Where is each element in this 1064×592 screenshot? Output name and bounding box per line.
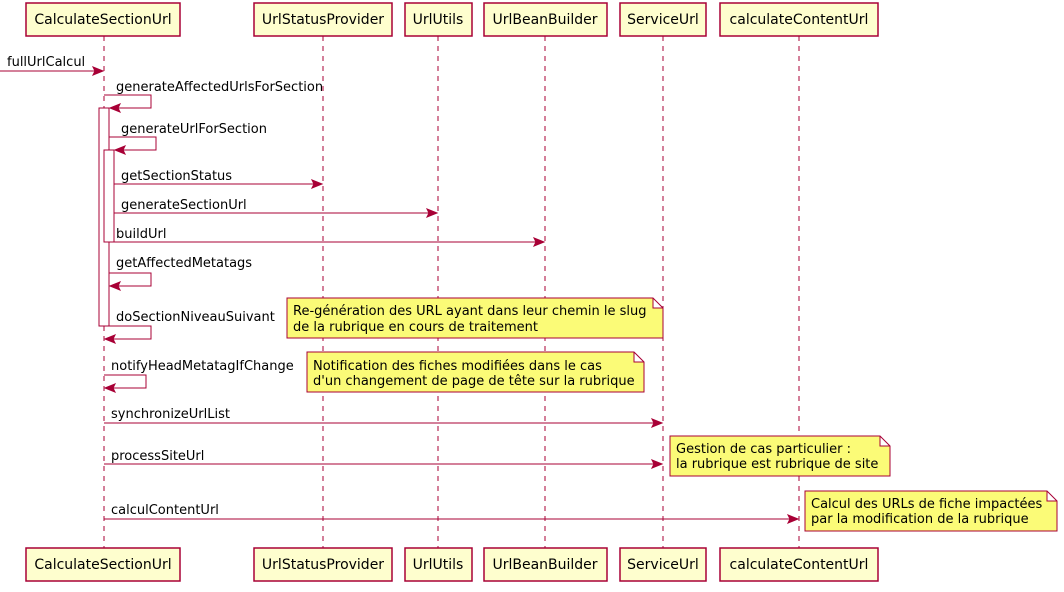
svg-text:UrlStatusProvider: UrlStatusProvider [262, 12, 384, 28]
svg-text:synchronizeUrlList: synchronizeUrlList [111, 407, 230, 422]
note-gestion-cas-particulier: Gestion de cas particulier : la rubrique… [669, 435, 891, 477]
participant-box-urlutils-bottom: UrlUtils [404, 547, 473, 582]
svg-text:UrlBeanBuilder: UrlBeanBuilder [492, 557, 597, 573]
svg-text:UrlUtils: UrlUtils [413, 12, 464, 28]
message-generateaffectedurlsforsection: generateAffectedUrlsForSection [104, 80, 323, 113]
svg-text:Calcul des URLs de fiche impac: Calcul des URLs de fiche impactées [811, 497, 1042, 512]
participant-box-calculatecontenturl-bottom: calculateContentUrl [719, 547, 879, 582]
svg-text:calculateContentUrl: calculateContentUrl [730, 12, 869, 28]
participant-box-calculatesectionurl-bottom: CalculateSectionUrl [25, 547, 181, 582]
activation-bars [98, 107, 115, 327]
participants-top: CalculateSectionUrl UrlStatusProvider Ur… [25, 2, 879, 37]
arrowhead [650, 418, 664, 428]
participant-box-serviceurl: ServiceUrl [619, 2, 707, 37]
svg-text:calculateContentUrl: calculateContentUrl [730, 557, 869, 573]
svg-text:fullUrlCalcul: fullUrlCalcul [7, 55, 85, 70]
message-calculcontenturl: calculContentUrl [104, 503, 800, 524]
svg-text:ServiceUrl: ServiceUrl [627, 12, 699, 28]
svg-text:par la modification de la rubr: par la modification de la rubrique [811, 512, 1029, 527]
arrowhead [532, 237, 546, 247]
arrowhead [650, 459, 664, 469]
arrowhead [113, 145, 127, 155]
arrowhead [310, 179, 324, 189]
activation-bar-inner [103, 149, 115, 243]
participant-box-serviceurl-bottom: ServiceUrl [619, 547, 707, 582]
arrowhead [103, 383, 117, 393]
arrowhead [425, 208, 439, 218]
svg-text:CalculateSectionUrl: CalculateSectionUrl [34, 12, 171, 28]
participant-box-urlutils: UrlUtils [404, 2, 473, 37]
svg-text:ServiceUrl: ServiceUrl [627, 557, 699, 573]
note-regeneration: Re-génération des URL ayant dans leur ch… [286, 297, 664, 339]
arrowhead [103, 334, 117, 344]
arrowhead [108, 103, 122, 113]
svg-text:getSectionStatus: getSectionStatus [121, 169, 232, 184]
messages: fullUrlCalcul generateAffectedUrlsForSec… [0, 55, 800, 524]
svg-text:generateAffectedUrlsForSection: generateAffectedUrlsForSection [116, 80, 323, 95]
svg-text:UrlUtils: UrlUtils [413, 557, 464, 573]
svg-text:buildUrl: buildUrl [116, 227, 166, 242]
svg-text:Notification des fiches modifi: Notification des fiches modifiées dans l… [313, 359, 602, 374]
svg-text:CalculateSectionUrl: CalculateSectionUrl [34, 557, 171, 573]
participant-box-urlstatusprovider-bottom: UrlStatusProvider [253, 547, 393, 582]
arrowhead [108, 281, 122, 291]
arrowhead [91, 66, 105, 76]
message-notifyheadmetatagifchange: notifyHeadMetatagIfChange [103, 359, 294, 393]
svg-text:de la rubrique en cours de tra: de la rubrique en cours de traitement [293, 320, 538, 335]
message-dosectionniveausuivant: doSectionNiveauSuivant [103, 310, 275, 344]
svg-text:Gestion de cas particulier :: Gestion de cas particulier : [676, 442, 851, 457]
svg-text:calculContentUrl: calculContentUrl [111, 503, 219, 518]
message-getsectionstatus: getSectionStatus [114, 169, 324, 189]
svg-text:getAffectedMetatags: getAffectedMetatags [116, 256, 252, 271]
svg-text:doSectionNiveauSuivant: doSectionNiveauSuivant [116, 310, 275, 325]
participant-box-calculatesectionurl: CalculateSectionUrl [25, 2, 181, 37]
message-synchronizeurllist: synchronizeUrlList [104, 407, 664, 428]
note-notification: Notification des fiches modifiées dans l… [306, 351, 645, 393]
svg-text:generateSectionUrl: generateSectionUrl [121, 198, 247, 213]
note-calcul-urls: Calcul des URLs de fiche impactées par l… [804, 490, 1058, 532]
svg-text:UrlStatusProvider: UrlStatusProvider [262, 557, 384, 573]
svg-text:processSiteUrl: processSiteUrl [111, 449, 204, 464]
participants-bottom: CalculateSectionUrl UrlStatusProvider Ur… [25, 547, 879, 582]
participant-box-urlstatusprovider: UrlStatusProvider [253, 2, 393, 37]
message-generateurlforsection: generateUrlForSection [109, 122, 267, 155]
participant-box-urlbeanbuilder-bottom: UrlBeanBuilder [483, 547, 608, 582]
message-getaffectedmetatags: getAffectedMetatags [108, 256, 252, 291]
participant-box-urlbeanbuilder: UrlBeanBuilder [483, 2, 608, 37]
svg-text:generateUrlForSection: generateUrlForSection [121, 122, 267, 137]
svg-text:notifyHeadMetatagIfChange: notifyHeadMetatagIfChange [111, 359, 294, 374]
participant-box-calculatecontenturl: calculateContentUrl [719, 2, 879, 37]
svg-text:la rubrique est rubrique de si: la rubrique est rubrique de site [676, 457, 878, 472]
message-fullurlcalcul: fullUrlCalcul [0, 55, 105, 76]
message-generatesectionurl: generateSectionUrl [114, 198, 439, 218]
notes: Re-génération des URL ayant dans leur ch… [286, 297, 1058, 532]
svg-text:Re-génération des URL ayant da: Re-génération des URL ayant dans leur ch… [293, 304, 646, 319]
arrowhead [786, 514, 800, 524]
svg-text:d'un changement de page de têt: d'un changement de page de tête sur la r… [313, 374, 635, 389]
svg-text:UrlBeanBuilder: UrlBeanBuilder [492, 12, 597, 28]
message-buildurl: buildUrl [109, 227, 546, 247]
message-processsiteurl: processSiteUrl [104, 449, 664, 469]
